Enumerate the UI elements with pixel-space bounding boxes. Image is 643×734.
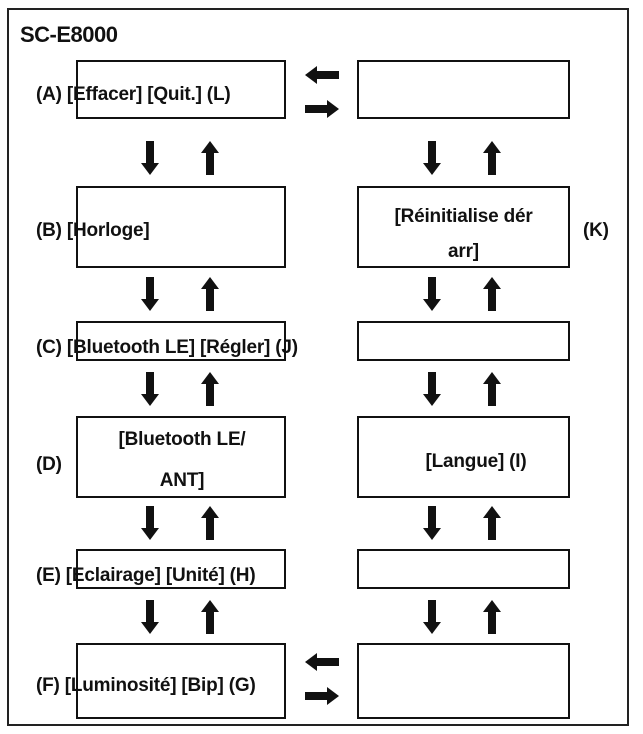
box-h xyxy=(357,549,570,589)
arrow-down-icon xyxy=(423,600,441,634)
box-a xyxy=(76,60,286,119)
state-a-label: (A) [Effacer] [Quit.] (L) xyxy=(36,84,231,105)
arrow-down-icon xyxy=(423,141,441,175)
arrow-up-icon xyxy=(483,277,501,311)
state-c-label: (C) [Bluetooth LE] [Régler] (J) xyxy=(36,337,298,358)
box-e xyxy=(76,549,286,589)
arrow-up-icon xyxy=(201,600,219,634)
box-c xyxy=(76,321,286,361)
arrow-down-icon xyxy=(141,277,159,311)
box-j xyxy=(357,321,570,361)
state-i-label: [Langue] (I) xyxy=(425,451,527,472)
box-l xyxy=(357,60,570,119)
arrow-right-icon xyxy=(305,100,339,118)
state-k-line2: arr] xyxy=(448,241,479,262)
arrow-left-icon xyxy=(305,653,339,671)
diagram-title: SC-E8000 xyxy=(20,22,118,47)
arrow-up-icon xyxy=(483,372,501,406)
arrow-up-icon xyxy=(201,277,219,311)
arrow-left-icon xyxy=(305,66,339,84)
box-d xyxy=(76,416,286,498)
state-d-line2: ANT] xyxy=(159,470,205,491)
diagram-frame xyxy=(7,8,629,726)
arrow-up-icon xyxy=(201,372,219,406)
arrow-down-icon xyxy=(141,506,159,540)
arrow-down-icon xyxy=(141,600,159,634)
state-k-line1: [Réinitialise dér xyxy=(394,206,533,227)
box-k xyxy=(357,186,570,268)
box-g xyxy=(357,643,570,719)
arrow-up-icon xyxy=(201,141,219,175)
arrow-up-icon xyxy=(483,600,501,634)
arrow-down-icon xyxy=(423,277,441,311)
state-f-label: (F) [Luminosité] [Bip] (G) xyxy=(36,675,256,696)
state-b-label: (B) [Horloge] xyxy=(36,220,150,241)
box-b xyxy=(76,186,286,268)
arrow-up-icon xyxy=(483,141,501,175)
state-d-line1: [Bluetooth LE/ xyxy=(118,429,246,450)
state-e-label: (E) [Eclairage] [Unité] (H) xyxy=(36,565,256,586)
arrow-up-icon xyxy=(483,506,501,540)
arrow-down-icon xyxy=(423,506,441,540)
state-d-letter: (D) xyxy=(36,454,62,475)
arrow-up-icon xyxy=(201,506,219,540)
arrow-down-icon xyxy=(423,372,441,406)
arrow-down-icon xyxy=(141,372,159,406)
box-f xyxy=(76,643,286,719)
arrow-down-icon xyxy=(141,141,159,175)
arrow-right-icon xyxy=(305,687,339,705)
box-i xyxy=(357,416,570,498)
state-k-letter: (K) xyxy=(583,220,609,241)
